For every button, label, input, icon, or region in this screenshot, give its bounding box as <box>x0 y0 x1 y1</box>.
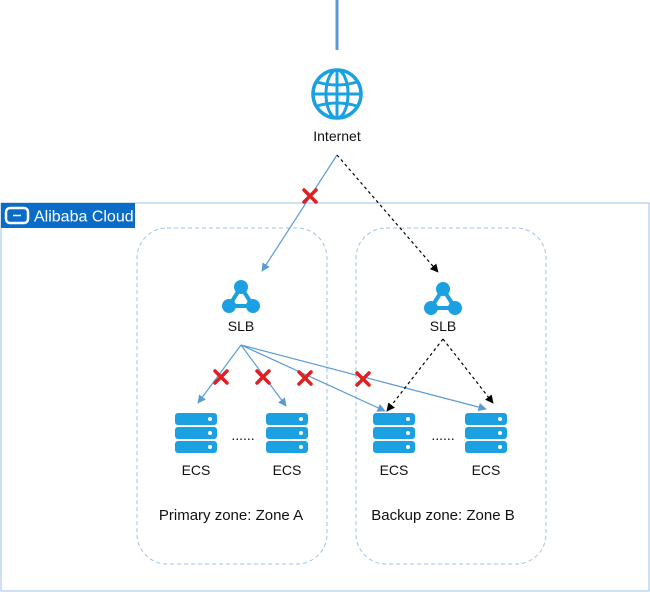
fail-x-icon <box>355 371 371 387</box>
primary-zone-label: Primary zone: Zone A <box>159 507 303 524</box>
server-icon <box>266 413 308 453</box>
internet-to-backup-slb-link <box>336 154 439 273</box>
internet-label: Internet <box>313 128 361 144</box>
fail-x-icon <box>302 188 318 204</box>
server-icon <box>465 413 507 453</box>
primary-zone-box <box>136 227 328 565</box>
primary-slb-to-ecs-b1-link <box>240 344 386 412</box>
ellipsis-primary: ...... <box>231 427 254 443</box>
internet-to-primary-slb-link <box>261 154 338 272</box>
slb-primary-label: SLB <box>228 318 254 334</box>
ecs-b2-label: ECS <box>472 462 501 478</box>
slb-backup-label: SLB <box>430 318 456 334</box>
globe-icon <box>311 68 363 120</box>
brand-name: Alibaba Cloud <box>34 209 134 226</box>
slb-icon <box>220 278 262 315</box>
alibaba-cloud-logo: Alibaba Cloud <box>1 203 135 228</box>
backup-slb-to-ecs-b1-link <box>386 338 444 412</box>
ecs-a2-label: ECS <box>273 462 302 478</box>
slb-icon <box>422 280 464 317</box>
backup-slb-to-ecs-b2-link <box>442 338 494 404</box>
fail-x-icon <box>255 369 271 385</box>
server-icon <box>373 413 415 453</box>
backup-zone-label: Backup zone: Zone B <box>371 507 514 524</box>
server-icon <box>175 413 217 453</box>
ecs-a1-label: ECS <box>182 462 211 478</box>
ecs-b1-label: ECS <box>380 462 409 478</box>
ellipsis-backup: ...... <box>431 427 454 443</box>
alibaba-cloud-frame <box>0 202 650 592</box>
backup-zone-box <box>355 227 547 565</box>
